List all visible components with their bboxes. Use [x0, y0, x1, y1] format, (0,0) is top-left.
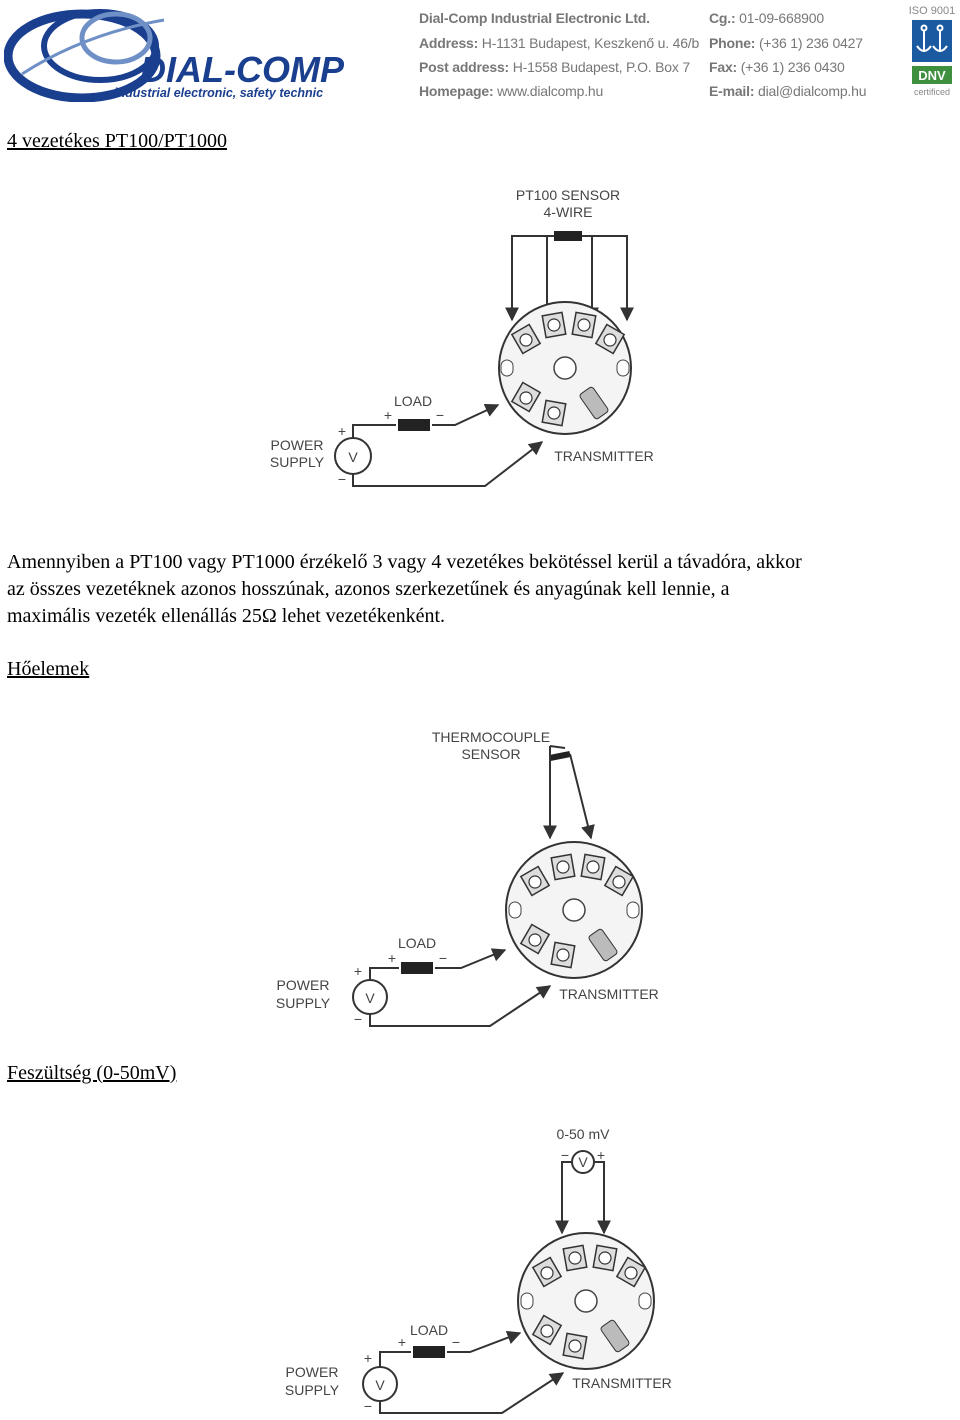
- paragraph-line: az összes vezetéknek azonos hosszúnak, a…: [7, 578, 730, 600]
- sensor-label: PT100 SENSOR: [516, 187, 620, 203]
- power-supply-label-line2: SUPPLY: [270, 454, 325, 470]
- thermocouple-wiring-diagram: THERMOCOUPLE SENSOR LOAD + − V: [276, 729, 659, 1027]
- iso-label: ISO 9001: [909, 5, 955, 17]
- load-plus-sign: +: [398, 1334, 406, 1350]
- iso-certification-badge: ISO 9001 DNV certificed: [909, 5, 955, 97]
- supply-minus-sign: −: [354, 1011, 362, 1027]
- company-registration: Cg.: 01-09-668900: [709, 10, 824, 26]
- company-address: Address: H-1131 Budapest, Keszkenő u. 46…: [419, 35, 700, 51]
- power-supply-label: POWER: [277, 977, 330, 993]
- transmitter-terminal-head: [498, 301, 632, 435]
- section-heading-4wire-pt100: 4 vezetékes PT100/PT1000: [7, 130, 227, 152]
- load-plus-sign: +: [388, 950, 396, 966]
- meter-symbol: V: [348, 449, 358, 465]
- company-phone: Phone: (+36 1) 236 0427: [709, 35, 863, 51]
- load-label: LOAD: [410, 1322, 448, 1338]
- load-label: LOAD: [394, 393, 432, 409]
- sensor-wire-count-label: 4-WIRE: [544, 204, 593, 220]
- load-minus-sign: −: [452, 1334, 460, 1350]
- supply-plus-sign: +: [364, 1350, 372, 1366]
- transmitter-label: TRANSMITTER: [559, 986, 659, 1002]
- voltmeter-icon: [362, 1366, 398, 1402]
- logo-tagline: industrial electronic, safety technic: [114, 86, 323, 100]
- load-plus-sign: +: [384, 407, 392, 423]
- supply-plus-sign: +: [338, 423, 346, 439]
- section-heading-voltage: Feszültség (0-50mV): [7, 1062, 177, 1084]
- source-meter-symbol: V: [578, 1154, 588, 1170]
- company-email[interactable]: E-mail: dial@dialcomp.hu: [709, 83, 867, 99]
- paragraph-line: maximális vezeték ellenállás 25Ω lehet v…: [7, 605, 446, 627]
- voltage-input-wiring-diagram: 0-50 mV V − + LOAD + − V + −: [285, 1126, 672, 1414]
- logo-wordmark: DIAL-COMP: [140, 49, 345, 90]
- dial-comp-logo: DIAL-COMP industrial electronic, safety …: [4, 9, 345, 102]
- transmitter-label: TRANSMITTER: [572, 1375, 672, 1391]
- load-minus-sign: −: [436, 407, 444, 423]
- source-minus-sign: −: [561, 1147, 569, 1163]
- source-range-label: 0-50 mV: [557, 1126, 611, 1142]
- pt100-4wire-wiring-diagram: PT100 SENSOR 4-WIRE LO: [270, 187, 654, 487]
- source-plus-sign: +: [597, 1147, 605, 1163]
- letterhead: DIAL-COMP industrial electronic, safety …: [0, 0, 960, 110]
- sensor-label-line2: SENSOR: [461, 746, 520, 762]
- certified-label: certificed: [914, 87, 950, 97]
- transmitter-terminal-head: [517, 1232, 655, 1370]
- load-label: LOAD: [398, 935, 436, 951]
- voltmeter-icon: [334, 437, 372, 475]
- company-fax: Fax: (+36 1) 236 0430: [709, 59, 845, 75]
- transmitter-terminal-head: [505, 841, 643, 979]
- company-name: Dial-Comp Industrial Electronic Ltd.: [419, 10, 650, 26]
- dnv-mark: DNV: [918, 68, 946, 83]
- sensor-label: THERMOCOUPLE: [432, 729, 550, 745]
- meter-symbol: V: [365, 990, 375, 1006]
- meter-symbol: V: [375, 1377, 385, 1393]
- anchor-icon: [916, 24, 948, 52]
- power-supply-label: POWER: [271, 437, 324, 453]
- load-minus-sign: −: [439, 950, 447, 966]
- power-supply-label-line2: SUPPLY: [285, 1382, 340, 1398]
- load-resistor-icon: [413, 1346, 445, 1358]
- supply-minus-sign: −: [364, 1398, 372, 1414]
- company-homepage[interactable]: Homepage: www.dialcomp.hu: [419, 83, 604, 99]
- supply-plus-sign: +: [354, 963, 362, 979]
- power-supply-label: POWER: [286, 1364, 339, 1380]
- pt100-resistor-icon: [554, 231, 582, 241]
- company-post-address: Post address: H-1558 Budapest, P.O. Box …: [419, 59, 690, 75]
- load-resistor-icon: [401, 962, 433, 974]
- paragraph-line: Amennyiben a PT100 vagy PT1000 érzékelő …: [7, 551, 802, 573]
- voltmeter-icon: [352, 979, 388, 1015]
- wiring-note-paragraph: Amennyiben a PT100 vagy PT1000 érzékelő …: [7, 549, 953, 630]
- transmitter-label: TRANSMITTER: [554, 448, 654, 464]
- load-resistor-icon: [398, 419, 430, 431]
- supply-minus-sign: −: [338, 471, 346, 487]
- section-heading-thermocouples: Hőelemek: [7, 658, 90, 680]
- power-supply-label-line2: SUPPLY: [276, 995, 331, 1011]
